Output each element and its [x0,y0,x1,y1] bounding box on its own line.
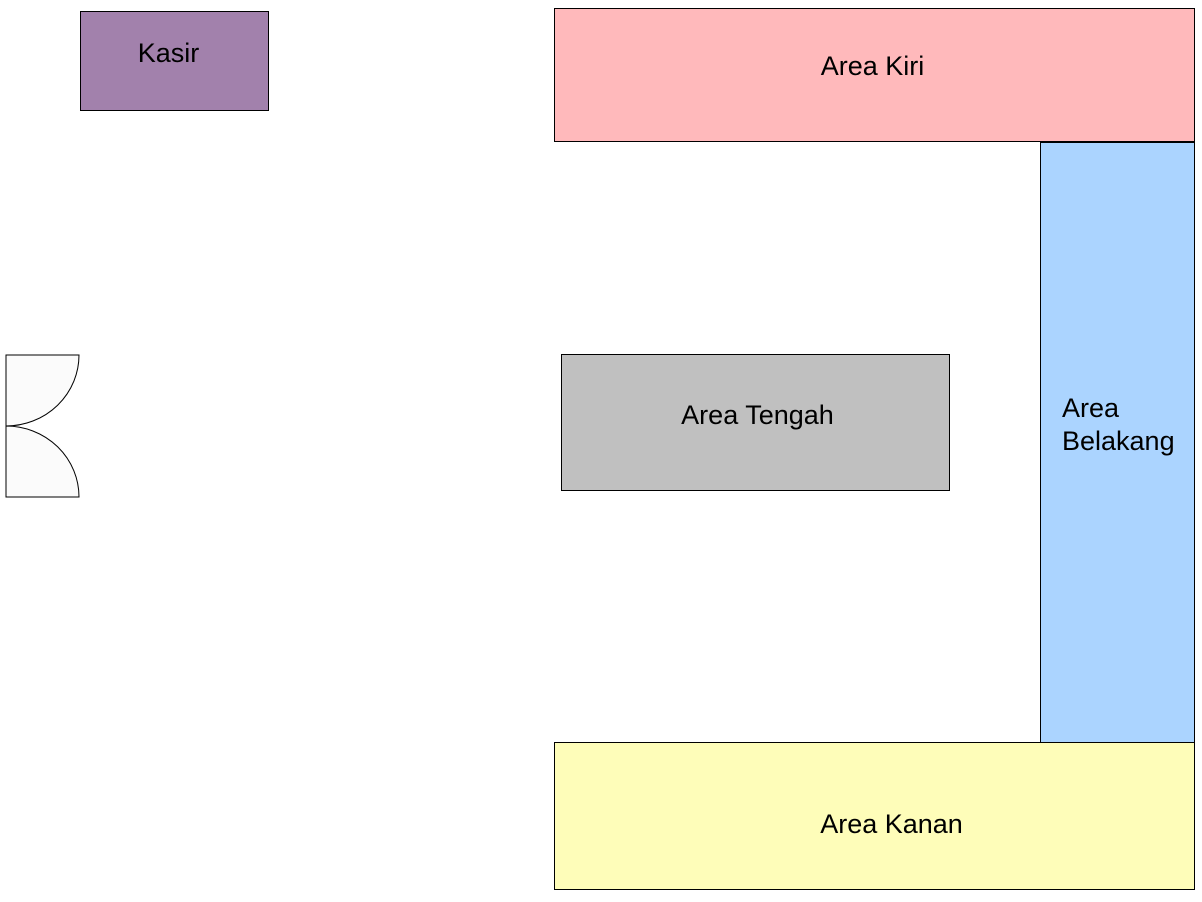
zone-area-belakang: Area Belakang [1040,142,1195,743]
zone-area-belakang-label: Area Belakang [1062,393,1175,456]
door-leaf-top [5,354,80,427]
zone-area-kiri-label: Area Kiri [820,50,925,81]
zone-area-kanan-label: Area Kanan [820,808,963,839]
zone-area-tengah-label: Area Tengah [681,400,834,431]
double-door-icon [5,354,80,498]
zone-area-tengah: Area Tengah [561,354,950,491]
zone-area-kiri: Area Kiri [554,8,1195,142]
zone-kasir: Kasir [80,11,269,111]
door-leaf-bottom [5,425,80,498]
zone-area-kanan: Area Kanan [554,742,1195,890]
zone-kasir-label: Kasir [137,37,200,68]
